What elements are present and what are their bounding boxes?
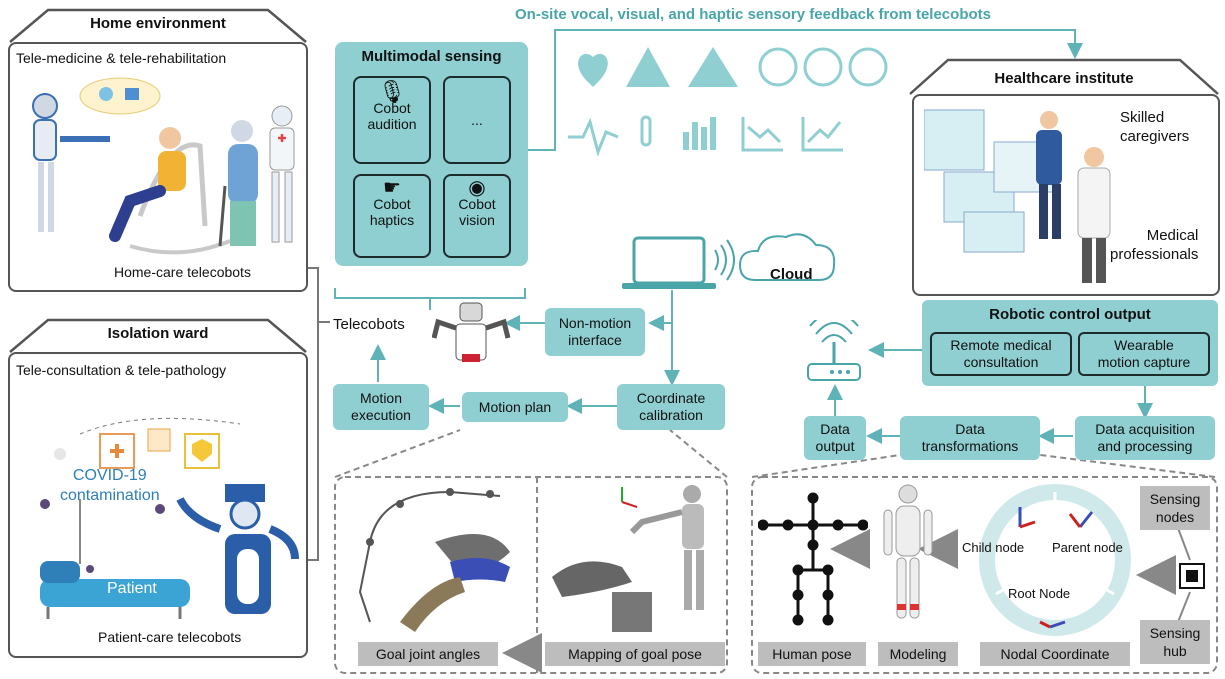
motion-plan-box: Motion plan: [462, 392, 568, 422]
motion-execution-box: Motion execution: [333, 384, 429, 430]
home-title: Home environment: [90, 15, 226, 32]
cobot-audition-cell: 🎙 Cobot audition: [353, 76, 431, 164]
skilled-caregivers-label: Skilled caregivers: [1120, 109, 1190, 145]
parent-node-label: Parent node: [1052, 540, 1123, 555]
laptop-icon: [632, 236, 706, 285]
thermometer-icon: [640, 115, 652, 147]
trend-up-icon: [801, 117, 843, 152]
mapping-goal-pose-image: [552, 485, 704, 632]
feedback-label: On-site vocal, visual, and haptic sensor…: [515, 6, 991, 23]
goal-joint-angles-image: [358, 488, 510, 632]
trend-down-icon: [741, 117, 783, 152]
warning-icon: [626, 47, 670, 87]
nodal-coordinate-label: Nodal Coordinate: [980, 642, 1130, 666]
robotic-control-panel: Robotic control output Remote medical co…: [922, 300, 1218, 386]
root-node-label: Root Node: [1008, 586, 1071, 601]
sensing-hub-label: Sensing hub: [1140, 620, 1210, 664]
home-roof: [9, 8, 307, 43]
bar-chart-icon: [683, 117, 716, 150]
home-care-illustration: [32, 77, 295, 255]
laptop-cloud-graphic: [622, 233, 836, 289]
home-subtitle: Tele-medicine & tele-rehabilitation: [16, 50, 227, 66]
wireless-signal-icon: [714, 239, 735, 281]
pulse-icon: [568, 117, 619, 157]
heart-icon: [578, 53, 608, 87]
home-environment-panel: Tele-medicine & tele-rehabilitation Home…: [8, 42, 308, 292]
healthcare-title: Healthcare institute: [994, 70, 1134, 87]
axes-icon: [1068, 511, 1094, 528]
coordinate-calibration-box: Coordinate calibration: [617, 384, 725, 430]
home-caption: Home-care telecobots: [114, 264, 251, 280]
camera-icon: ◉: [468, 177, 486, 199]
cloud-label: Cloud: [770, 266, 813, 283]
control-title: Robotic control output: [989, 306, 1151, 323]
sensing-nodes-label: Sensing nodes: [1140, 486, 1210, 530]
cobot-haptics-cell: ☛ Cobot haptics: [353, 174, 431, 258]
human-pose-label: Human pose: [758, 642, 866, 666]
ward-subtitle: Tele-consultation & tele-pathology: [16, 362, 227, 378]
slip-hazard-icon: [688, 47, 738, 87]
hand-icon: ☛: [383, 177, 401, 199]
healthcare-roof: [909, 58, 1219, 95]
microphone-icon: 🎙: [378, 79, 406, 104]
dual-arm-robot-image: [432, 302, 511, 362]
vision-label: Cobot vision: [458, 196, 496, 228]
haptics-label: Cobot haptics: [369, 196, 415, 228]
isolation-ward-panel: Tele-consultation & tele-pathology COVID…: [8, 352, 308, 658]
modeling-figure: [883, 484, 933, 619]
cloud-icon: [738, 233, 836, 281]
data-acquisition-box: Data acquisition and processing: [1075, 416, 1215, 460]
more-label: ...: [471, 112, 483, 128]
nodal-coordinate-cycle: [979, 484, 1131, 636]
covid-label: COVID-19 contamination: [60, 467, 160, 504]
sensory-icons: [568, 47, 888, 157]
data-output-box: Data output: [804, 416, 866, 460]
cobot-vision-cell: ◉ Cobot vision: [443, 174, 511, 258]
ward-title: Isolation ward: [107, 325, 209, 342]
telecobots-label: Telecobots: [333, 316, 405, 333]
patient-label: Patient: [107, 580, 157, 597]
medical-professionals-label: Medical professionals: [1110, 227, 1199, 263]
happy-face-icon: [803, 47, 843, 87]
human-pose-skeleton: [758, 492, 868, 626]
mapping-goal-pose-label: Mapping of goal pose: [545, 642, 725, 666]
healthcare-panel: Skilled caregivers Medical professionals: [912, 94, 1220, 296]
neutral-face-icon: [848, 47, 888, 87]
goal-joint-angles-label: Goal joint angles: [358, 642, 498, 666]
ward-roof: [9, 318, 307, 353]
multimodal-sensing-panel: Multimodal sensing 🎙 Cobot audition ... …: [335, 42, 528, 266]
axes-icon: [1039, 620, 1066, 629]
ward-caption: Patient-care telecobots: [98, 629, 242, 645]
non-motion-interface-box: Non-motion interface: [545, 308, 645, 356]
patient-care-illustration: [40, 417, 299, 619]
more-sensing-cell: ...: [443, 76, 511, 164]
router-icon: [807, 320, 861, 381]
axes-icon: [1018, 507, 1036, 529]
caregiver-illustration: [924, 109, 1111, 283]
wearable-motion-box: Wearable motion capture: [1078, 332, 1210, 376]
remote-consultation-box: Remote medical consultation: [930, 332, 1072, 376]
data-transformations-box: Data transformations: [900, 416, 1040, 460]
child-node-label: Child node: [962, 540, 1025, 555]
sad-face-icon: [758, 47, 798, 87]
sensing-title: Multimodal sensing: [361, 48, 502, 65]
modeling-label: Modeling: [878, 642, 958, 666]
chip-icon: [1179, 563, 1205, 589]
audition-label: Cobot audition: [367, 100, 417, 132]
